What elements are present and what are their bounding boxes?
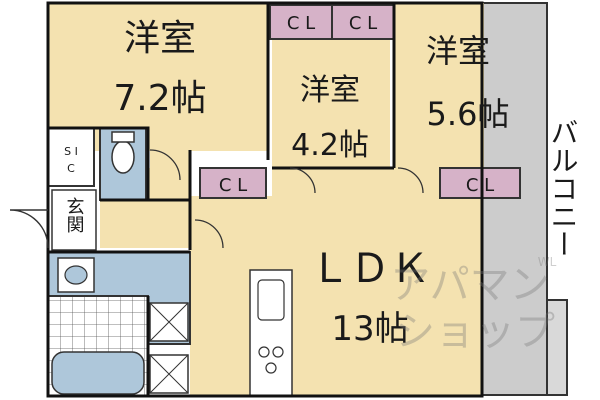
- wash-basin: [57, 257, 95, 293]
- stove-burner: [258, 346, 270, 358]
- watermark-small: WL: [538, 255, 557, 269]
- watermark: アパマン ショップ WL: [390, 255, 556, 355]
- room-ldk: [190, 196, 482, 396]
- hallway-upper: [150, 130, 190, 170]
- room-name-western-a: 洋室: [124, 18, 196, 59]
- closet-label-a: C L: [219, 175, 247, 196]
- door-swings: [149, 149, 424, 249]
- room-western-7-2: [48, 3, 268, 151]
- room-size-ldk: 13帖: [331, 309, 408, 349]
- room-western-5-6: [394, 3, 484, 168]
- kitchen-sink: [257, 279, 285, 321]
- room-size-western-b: 4.2帖: [291, 128, 369, 163]
- room-name-western-b: 洋室: [300, 73, 360, 108]
- toilet-bowl: [111, 140, 135, 174]
- room-western-4-2: [272, 40, 390, 168]
- watermark-line1: アパマン: [390, 262, 549, 308]
- walls: [46, 1, 484, 398]
- sic-label-line2: C: [67, 162, 75, 175]
- entrance-door: [9, 209, 49, 249]
- sic-label-line1: S I: [64, 145, 78, 158]
- balcony-ledge: [546, 299, 568, 396]
- stove-burner: [272, 346, 284, 358]
- balcony-label: バルコニー: [547, 118, 580, 258]
- closet-a: [199, 167, 267, 199]
- room-size-western-c: 5.6帖: [427, 95, 510, 133]
- storage-cross: [149, 354, 189, 394]
- stove-burner: [265, 362, 277, 374]
- closet-label-top-2: C L: [349, 13, 377, 34]
- washer-cross: [149, 302, 189, 342]
- watermark-line2: ショップ: [395, 309, 555, 355]
- room-name-western-c: 洋室: [426, 32, 490, 70]
- wash-bowl: [64, 265, 88, 285]
- closet-label-c: C L: [466, 175, 494, 196]
- entrance-label: 玄関: [64, 197, 85, 233]
- bathtub: [51, 351, 145, 395]
- entrance-area: [51, 189, 97, 251]
- room-size-western-a: 7.2帖: [113, 78, 206, 119]
- toilet-tank: [111, 131, 135, 143]
- closet-top-2: [331, 4, 395, 40]
- closet-label-top-1: C L: [287, 13, 315, 34]
- sic-closet: [47, 127, 95, 187]
- closet-c: [439, 167, 521, 199]
- room-name-ldk: ＬＤＫ: [310, 246, 430, 292]
